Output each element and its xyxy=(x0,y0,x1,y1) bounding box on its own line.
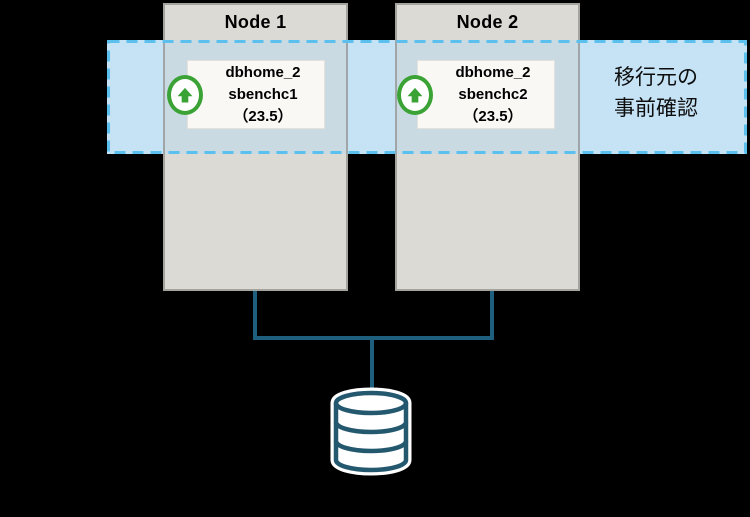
band-label: 移行元の 事前確認 xyxy=(596,62,716,124)
band-label-line-2: 事前確認 xyxy=(614,97,698,120)
band-label-line-1: 移行元の xyxy=(614,66,698,89)
dbhome-name: dbhome_2 xyxy=(455,63,531,81)
dbhome-instance: sbenchc2 xyxy=(458,85,528,103)
dbhome-version: （23.5） xyxy=(463,107,523,125)
node-2-title: Node 2 xyxy=(456,12,519,32)
dbhome-card-node-1: dbhome_2 sbenchc1 （23.5） xyxy=(187,60,325,129)
node-1-title: Node 1 xyxy=(224,12,287,32)
dbhome-version: （23.5） xyxy=(233,107,293,125)
upgrade-arrow-icon xyxy=(397,75,433,115)
database-icon xyxy=(330,387,412,476)
dbhome-instance: sbenchc1 xyxy=(228,85,298,103)
upgrade-arrow-icon xyxy=(167,75,203,115)
dbhome-card-node-2: dbhome_2 sbenchc2 （23.5） xyxy=(417,60,555,129)
dbhome-name: dbhome_2 xyxy=(225,63,301,81)
